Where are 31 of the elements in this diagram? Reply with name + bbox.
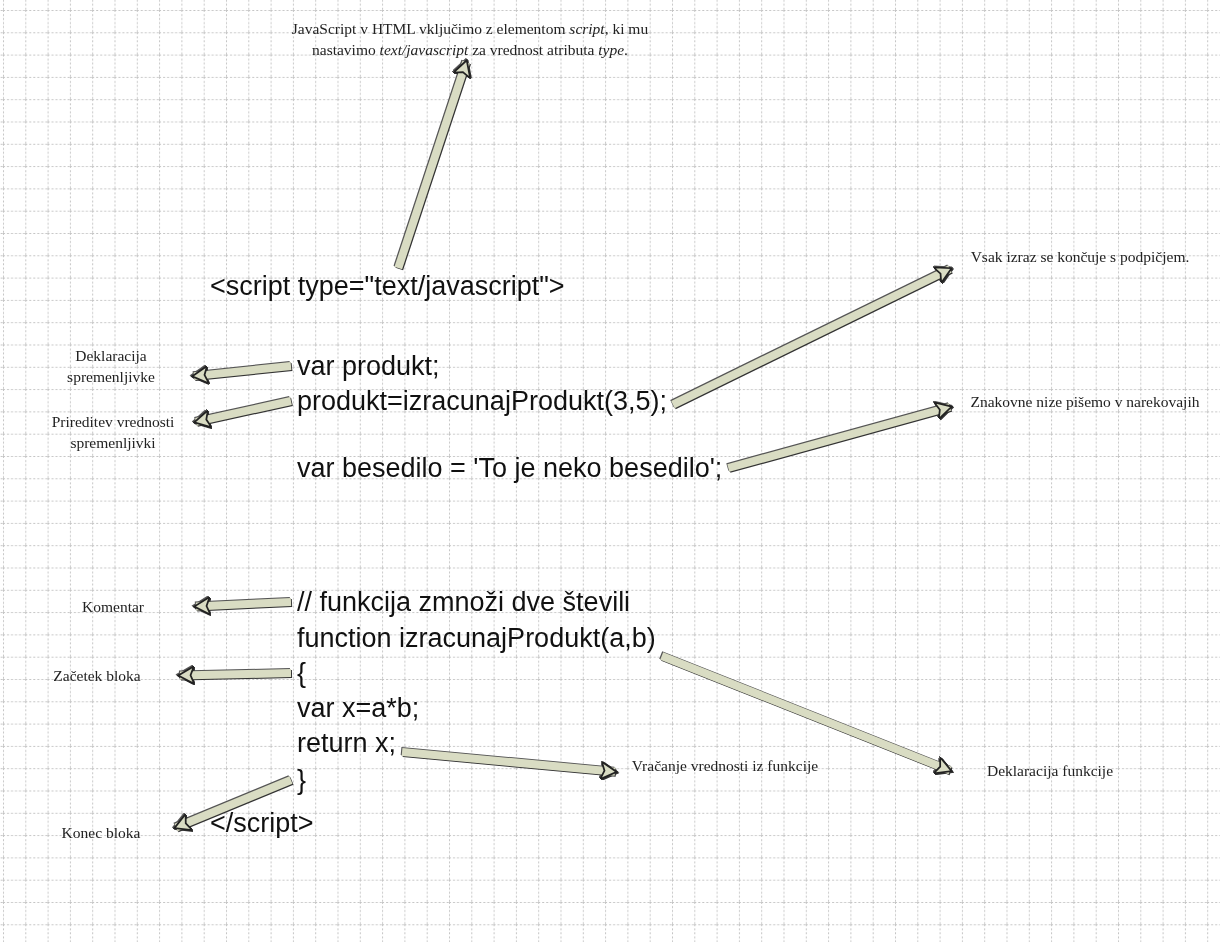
block-arrow bbox=[671, 265, 953, 409]
code-line: { bbox=[291, 655, 313, 691]
code-line: produkt=izracunajProdukt(3,5); bbox=[291, 383, 673, 419]
block-arrow bbox=[394, 59, 472, 270]
code-line: var x=a*b; bbox=[291, 690, 426, 726]
block-arrow bbox=[173, 776, 293, 832]
block-arrow bbox=[727, 401, 953, 472]
annotation-text: Vračanje vrednosti iz funkcije bbox=[615, 753, 835, 778]
annotation-text: Komentar bbox=[30, 594, 196, 619]
annotation-text: Začetek bloka bbox=[14, 663, 180, 688]
annotation-text: Deklaracija funkcije bbox=[950, 758, 1150, 783]
code-line: function izracunajProdukt(a,b) bbox=[291, 620, 662, 656]
block-arrow bbox=[660, 652, 953, 775]
annotation-text: Konec bloka bbox=[26, 820, 176, 845]
annotation-text: Deklaracija spremenljivke bbox=[28, 343, 194, 389]
code-line: <script type="text/javascript"> bbox=[204, 268, 571, 304]
block-arrow bbox=[193, 397, 292, 429]
code-line: var besedilo = 'To je neko besedilo'; bbox=[291, 450, 729, 486]
code-line: } bbox=[291, 762, 313, 798]
annotation-text: Prireditev vrednosti spremenljivki bbox=[30, 409, 196, 455]
annotation-text: Znakovne nize pišemo v narekovajih bbox=[950, 389, 1220, 414]
block-arrow bbox=[193, 596, 292, 616]
code-line: // funkcija zmnoži dve števili bbox=[291, 584, 637, 620]
block-arrow bbox=[177, 665, 292, 685]
block-arrow bbox=[191, 362, 292, 385]
code-line: var produkt; bbox=[291, 348, 446, 384]
annotation-text: Vsak izraz se končuje s podpičjem. bbox=[950, 244, 1210, 269]
annotation-text: JavaScript v HTML vključimo z elementom script, ki mu nastavimo text/javascript za vrednost atributa type. bbox=[280, 16, 660, 62]
block-arrow bbox=[401, 748, 618, 781]
code-line: return x; bbox=[291, 725, 403, 761]
code-line: </script> bbox=[204, 805, 320, 841]
